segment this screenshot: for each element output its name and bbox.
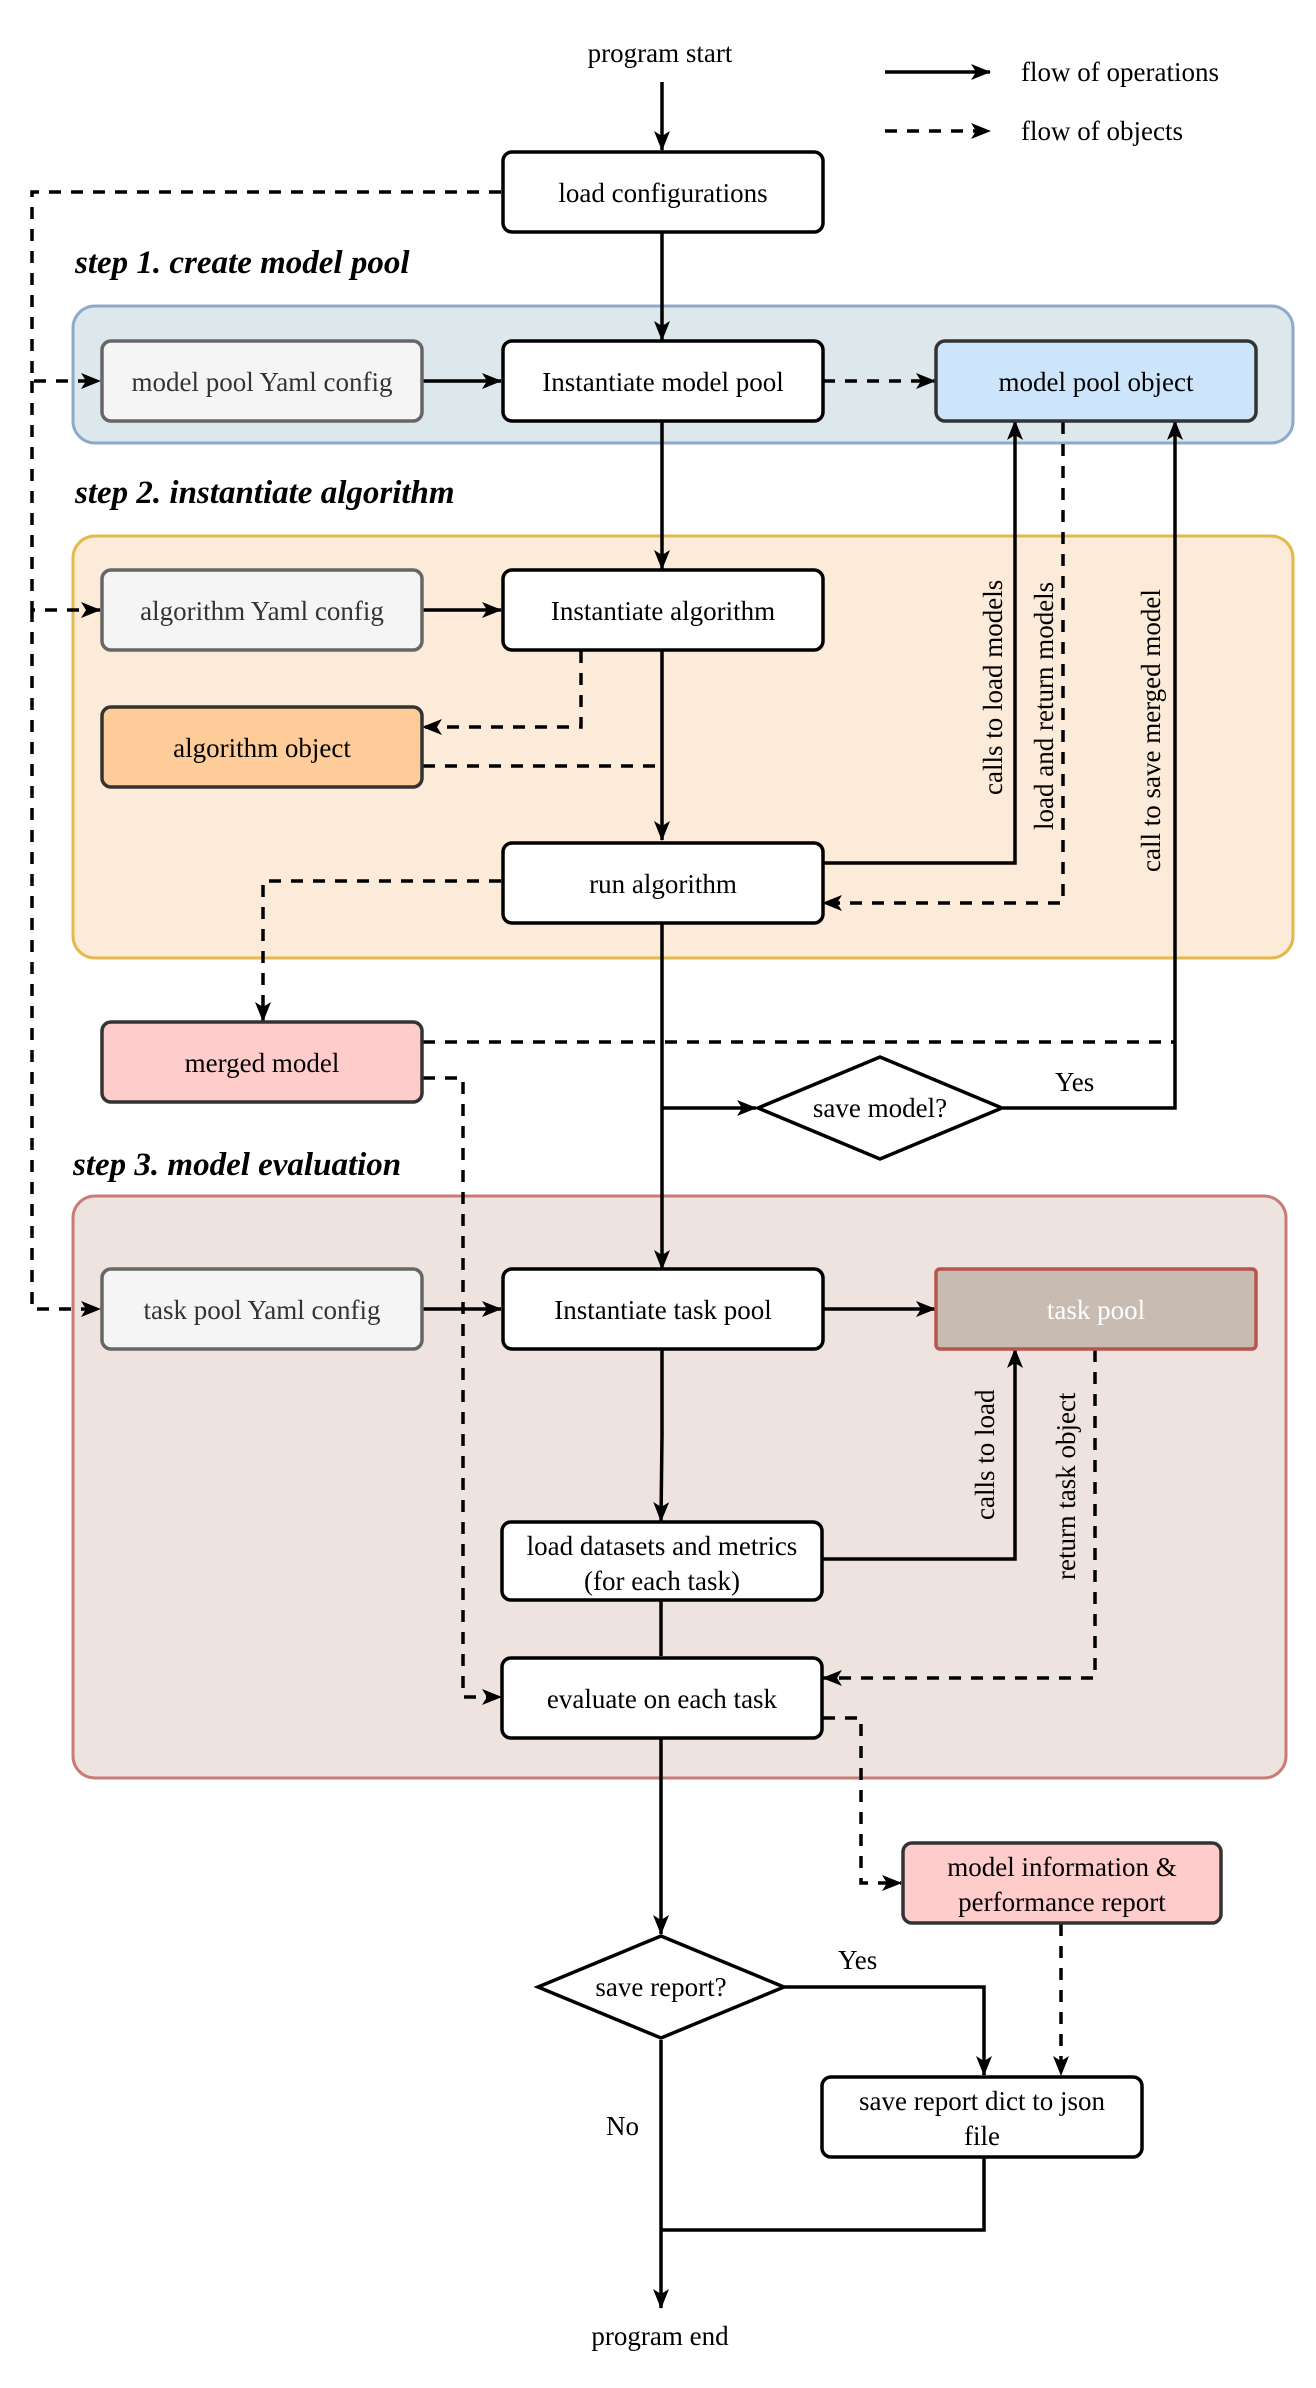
- program-start-label: program start: [588, 38, 733, 68]
- algorithm-object-node: algorithm object: [100, 705, 424, 789]
- model-pool-yaml-config-node: model pool Yaml config: [100, 339, 424, 423]
- evaluate-each-task-node: evaluate on each task: [500, 1656, 824, 1740]
- model-pool-yaml-config-label: model pool Yaml config: [132, 367, 393, 397]
- instantiate-model-pool-label: Instantiate model pool: [542, 367, 783, 397]
- edge-task-pool-returns-task: [822, 1350, 1097, 1686]
- step1-title: step 1. create model pool: [74, 245, 410, 281]
- task-pool-yaml-config-node: task pool Yaml config: [100, 1267, 424, 1351]
- task-pool-yaml-config-label: task pool Yaml config: [143, 1295, 380, 1325]
- label-no-save-report: No: [606, 2111, 639, 2141]
- edge-run-calls-load-models: [823, 420, 1023, 865]
- edge-load-datasets-calls-task-pool: [823, 1348, 1023, 1561]
- load-configurations-node: load configurations: [501, 150, 825, 234]
- save-json-label-line1: save report dict to json: [859, 2086, 1105, 2116]
- task-pool-label: task pool: [1047, 1295, 1145, 1325]
- load-configurations-label: load configurations: [558, 178, 767, 208]
- task-pool-node: task pool: [934, 1267, 1258, 1351]
- load-datasets-label-line1: load datasets and metrics: [527, 1531, 798, 1561]
- label-load-and-return-models: load and return models: [1029, 582, 1059, 830]
- edge-evaluate-to-report: [823, 1716, 902, 1891]
- instantiate-algorithm-node: Instantiate algorithm: [501, 568, 825, 652]
- legend: flow of operations flow of objects: [885, 57, 1219, 146]
- performance-report-node: model information & performance report: [901, 1841, 1223, 1925]
- edge-run-to-merged-model: [255, 879, 501, 1022]
- label-yes-save-report: Yes: [838, 1945, 877, 1975]
- object-edges: [30, 190, 1175, 2076]
- save-json-node: save report dict to json file: [820, 2075, 1144, 2159]
- save-report-decision: save report?: [533, 1934, 789, 2040]
- step2-title: step 2. instantiate algorithm: [74, 475, 455, 511]
- step3-title: step 3. model evaluation: [72, 1147, 401, 1183]
- instantiate-algorithm-label: Instantiate algorithm: [551, 596, 775, 626]
- merged-model-node: merged model: [100, 1020, 424, 1104]
- edge-save-json-to-end: [661, 2157, 986, 2232]
- label-calls-to-load-models: calls to load models: [978, 580, 1008, 795]
- edge-instantiate-task-pool-to-load-datasets: [653, 1350, 670, 1522]
- label-call-to-save-merged-model: call to save merged model: [1136, 589, 1166, 872]
- algorithm-yaml-config-label: algorithm Yaml config: [140, 596, 384, 626]
- save-json-label-line2: file: [964, 2121, 1000, 2151]
- label-calls-to-load: calls to load: [970, 1389, 1000, 1520]
- legend-flow-of-objects: flow of objects: [1021, 116, 1183, 146]
- instantiate-task-pool-label: Instantiate task pool: [554, 1295, 771, 1325]
- label-yes-save-model: Yes: [1055, 1067, 1094, 1097]
- run-algorithm-label: run algorithm: [589, 869, 737, 899]
- label-return-task-object: return task object: [1051, 1392, 1081, 1580]
- evaluate-each-task-label: evaluate on each task: [547, 1684, 778, 1714]
- load-datasets-node: load datasets and metrics (for each task…: [500, 1520, 824, 1602]
- performance-report-label-line1: model information &: [947, 1852, 1176, 1882]
- edge-config-to-pool-yaml: [30, 190, 501, 389]
- instantiate-task-pool-node: Instantiate task pool: [501, 1267, 825, 1351]
- merged-model-label: merged model: [185, 1048, 340, 1078]
- model-pool-object-label: model pool object: [999, 367, 1194, 397]
- edge-pool-object-returns-models: [822, 422, 1065, 911]
- save-report-label: save report?: [595, 1972, 726, 2002]
- load-datasets-label-line2: (for each task): [584, 1566, 740, 1596]
- save-model-decision: save model?: [753, 1055, 1007, 1161]
- edge-instantiate-algo-to-algo-object: [422, 651, 583, 735]
- performance-report-label-line2: performance report: [958, 1887, 1166, 1917]
- algorithm-object-label: algorithm object: [173, 733, 351, 763]
- edge-save-report-yes: [784, 1985, 992, 2076]
- instantiate-model-pool-node: Instantiate model pool: [501, 339, 825, 423]
- model-pool-object-node: model pool object: [934, 339, 1258, 423]
- program-end-label: program end: [591, 2321, 729, 2351]
- run-algorithm-node: run algorithm: [501, 841, 825, 925]
- edge-save-model-yes: [1003, 420, 1183, 1110]
- algorithm-yaml-config-node: algorithm Yaml config: [100, 568, 424, 652]
- legend-flow-of-operations: flow of operations: [1021, 57, 1219, 87]
- operation-edges: [423, 82, 1183, 2309]
- save-model-label: save model?: [813, 1093, 947, 1123]
